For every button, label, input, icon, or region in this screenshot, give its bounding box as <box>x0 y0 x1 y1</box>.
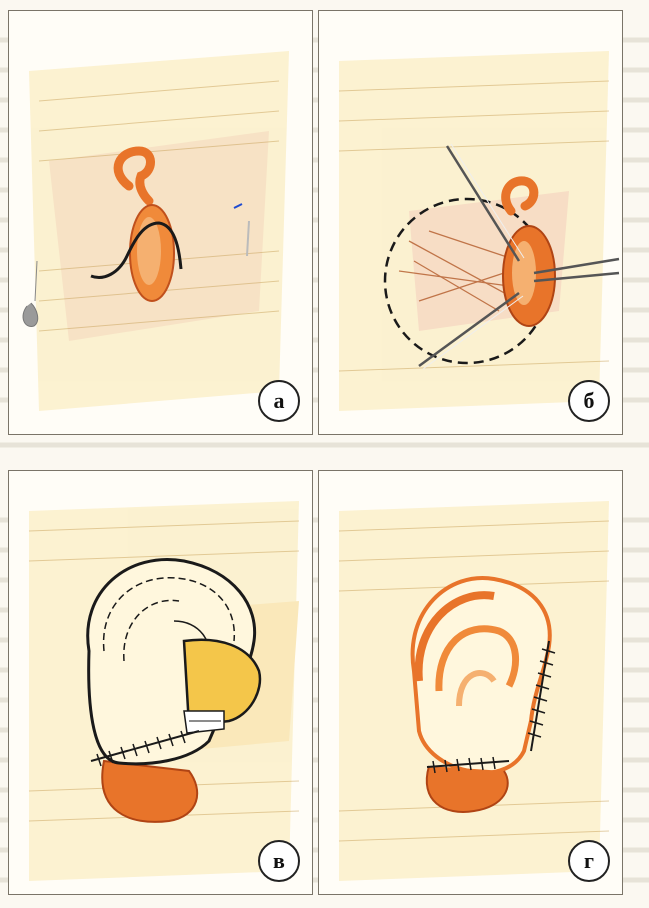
reconstructed-ear-illustration <box>319 471 623 895</box>
panel-label-g: г <box>568 840 610 882</box>
panel-label-b: б <box>568 380 610 422</box>
panel-label-v: в <box>258 840 300 882</box>
panel-v: в <box>8 470 313 895</box>
surgical-dissection-illustration <box>319 11 623 435</box>
panel-b: б <box>318 10 623 435</box>
ear-remnant-illustration <box>9 11 313 435</box>
panel-g: г <box>318 470 623 895</box>
flap-transposition-illustration <box>9 471 313 895</box>
panel-a: а <box>8 10 313 435</box>
panel-label-a: а <box>258 380 300 422</box>
